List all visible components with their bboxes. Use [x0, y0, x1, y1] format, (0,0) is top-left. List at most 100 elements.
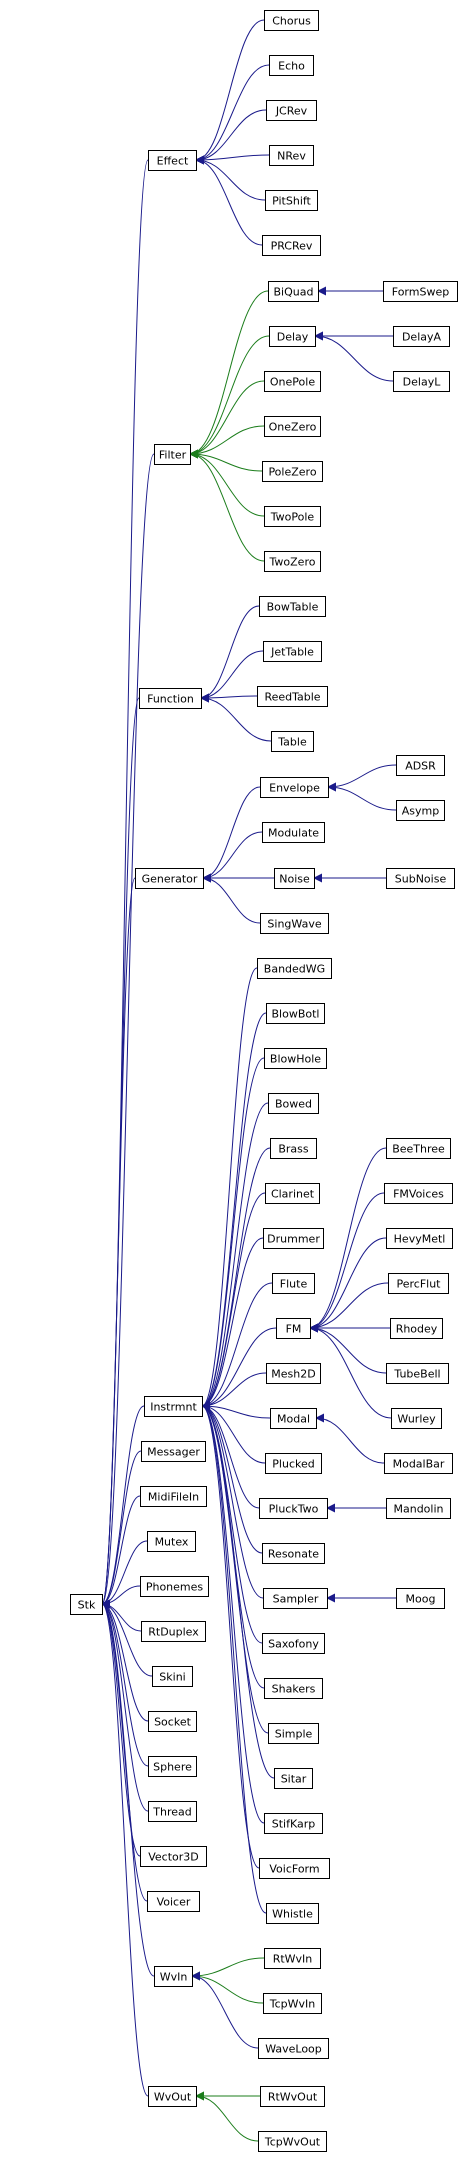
class-node-socket[interactable]: Socket	[148, 1711, 197, 1732]
class-node-twopole[interactable]: TwoPole	[264, 506, 321, 527]
class-node-brass[interactable]: Brass	[270, 1138, 317, 1159]
class-node-modalbar[interactable]: ModalBar	[384, 1453, 453, 1474]
class-node-echo[interactable]: Echo	[269, 55, 314, 76]
class-nodes: Stk Effect ChorusEchoJCRevNRevPitShiftPRCR…	[70, 10, 458, 2152]
class-node-subnoise[interactable]: SubNoise	[386, 868, 455, 889]
class-label: HevyMetl	[394, 1233, 446, 1246]
class-node-rhodey[interactable]: Rhodey	[390, 1318, 443, 1339]
class-box	[260, 777, 329, 798]
class-node-skini[interactable]: Skini	[152, 1666, 193, 1687]
class-node-rtwvin[interactable]: RtWvIn	[264, 1948, 321, 1969]
class-node-singwave[interactable]: SingWave	[260, 913, 329, 934]
class-node-messager[interactable]: Messager	[141, 1441, 206, 1462]
edge-echo-to-effect	[195, 64, 270, 165]
class-node-sphere[interactable]: Sphere	[148, 1756, 197, 1777]
class-node-jettable[interactable]: JetTable	[263, 641, 322, 662]
class-node-delay[interactable]: Delay	[269, 326, 316, 347]
class-node-voicer[interactable]: Voicer	[147, 1891, 200, 1912]
class-label: FMVoices	[393, 1188, 444, 1201]
class-node-modulate[interactable]: Modulate	[262, 822, 325, 843]
class-node-polezero[interactable]: PoleZero	[262, 461, 323, 482]
edge-phonemes-to-stk	[101, 1585, 141, 1609]
class-node-hevymetl[interactable]: HevyMetl	[386, 1228, 453, 1249]
class-node-percflut[interactable]: PercFlut	[388, 1273, 449, 1294]
class-node-fm[interactable]: FM	[276, 1318, 311, 1339]
class-node-saxofony[interactable]: Saxofony	[262, 1633, 325, 1654]
class-node-moog[interactable]: Moog	[396, 1588, 445, 1609]
class-box	[259, 1498, 328, 1519]
class-node-plucktwo[interactable]: PluckTwo	[259, 1498, 328, 1519]
class-node-shakers[interactable]: Shakers	[264, 1678, 323, 1699]
class-node-tcpwvin[interactable]: TcpWvIn	[263, 1993, 322, 2014]
class-node-rtwvout[interactable]: RtWvOut	[260, 2086, 325, 2107]
class-node-chorus[interactable]: Chorus	[264, 10, 319, 31]
class-node-waveloop[interactable]: WaveLoop	[258, 2038, 329, 2059]
class-node-tubebell[interactable]: TubeBell	[386, 1363, 449, 1384]
class-node-voicform[interactable]: VoicForm	[259, 1858, 330, 1879]
class-node-noise[interactable]: Noise	[274, 868, 315, 889]
class-node-onezero[interactable]: OneZero	[264, 416, 321, 437]
edge-chorus-to-effect	[195, 19, 265, 165]
class-node-stifkarp[interactable]: StifKarp	[264, 1813, 323, 1834]
class-node-generator[interactable]: Generator	[135, 868, 204, 889]
class-node-envelope[interactable]: Envelope	[260, 777, 329, 798]
class-label: Messager	[147, 1446, 200, 1459]
edge-table-to-function	[200, 693, 272, 742]
class-node-flute[interactable]: Flute	[272, 1273, 315, 1294]
class-node-pitshift[interactable]: PitShift	[265, 190, 318, 211]
class-node-filter[interactable]: Filter	[154, 444, 191, 465]
class-node-formswep[interactable]: FormSwep	[383, 281, 458, 302]
class-node-blowbotl[interactable]: BlowBotl	[266, 1003, 325, 1024]
class-node-bandedwg[interactable]: BandedWG	[257, 958, 332, 979]
class-node-phonemes[interactable]: Phonemes	[140, 1576, 209, 1597]
class-node-wvout[interactable]: WvOut	[148, 2086, 197, 2107]
class-node-whistle[interactable]: Whistle	[266, 1903, 319, 1924]
class-node-simple[interactable]: Simple	[268, 1723, 319, 1744]
class-node-wurley[interactable]: Wurley	[391, 1408, 442, 1429]
class-box	[262, 822, 325, 843]
class-node-plucked[interactable]: Plucked	[265, 1453, 322, 1474]
class-node-mandolin[interactable]: Mandolin	[386, 1498, 451, 1519]
class-node-clarinet[interactable]: Clarinet	[265, 1183, 320, 1204]
class-node-reedtable[interactable]: ReedTable	[257, 686, 328, 707]
class-node-table[interactable]: Table	[271, 731, 314, 752]
class-node-delaya[interactable]: DelayA	[393, 326, 450, 347]
class-node-rtduplex[interactable]: RtDuplex	[141, 1621, 206, 1642]
class-node-midifilein[interactable]: MidiFileIn	[140, 1486, 207, 1507]
class-node-sampler[interactable]: Sampler	[263, 1588, 328, 1609]
class-node-beethree[interactable]: BeeThree	[386, 1138, 451, 1159]
class-node-resonate[interactable]: Resonate	[262, 1543, 325, 1564]
class-node-mutex[interactable]: Mutex	[147, 1531, 196, 1552]
class-node-adsr[interactable]: ADSR	[396, 755, 445, 776]
class-node-biquad[interactable]: BiQuad	[268, 281, 319, 302]
class-node-fmvoices[interactable]: FMVoices	[384, 1183, 453, 1204]
class-node-vector3d[interactable]: Vector3D	[140, 1846, 207, 1867]
class-node-drummer[interactable]: Drummer	[263, 1228, 324, 1249]
class-node-function[interactable]: Function	[139, 688, 202, 709]
class-node-tcpwvout[interactable]: TcpWvOut	[258, 2131, 327, 2152]
class-node-effect[interactable]: Effect	[148, 150, 197, 171]
class-node-delayl[interactable]: DelayL	[393, 371, 450, 392]
class-node-twozero[interactable]: TwoZero	[264, 551, 321, 572]
class-node-thread[interactable]: Thread	[148, 1801, 197, 1822]
class-node-asymp[interactable]: Asymp	[396, 800, 445, 821]
class-node-blowhole[interactable]: BlowHole	[264, 1048, 327, 1069]
class-node-onepole[interactable]: OnePole	[264, 371, 321, 392]
class-node-bowtable[interactable]: BowTable	[259, 596, 326, 617]
edge-jcrev-to-effect	[195, 109, 267, 165]
class-label: StifKarp	[272, 1818, 316, 1831]
class-label: NRev	[277, 150, 306, 163]
class-node-nrev[interactable]: NRev	[269, 145, 314, 166]
class-node-wvin[interactable]: WvIn	[154, 1966, 193, 1987]
class-label: Noise	[279, 873, 310, 886]
class-node-modal[interactable]: Modal	[270, 1408, 317, 1429]
class-node-bowed[interactable]: Bowed	[268, 1093, 319, 1114]
class-node-instrmnt[interactable]: Instrmnt	[144, 1396, 203, 1417]
class-node-stk[interactable]: Stk	[70, 1594, 103, 1615]
class-label: Wurley	[397, 1413, 436, 1426]
class-node-jcrev[interactable]: JCRev	[266, 100, 317, 121]
edge-wvout-to-stk	[101, 1599, 149, 2097]
class-node-prcrev[interactable]: PRCRev	[262, 235, 321, 256]
class-node-mesh2d[interactable]: Mesh2D	[266, 1363, 321, 1384]
class-node-sitar[interactable]: Sitar	[274, 1768, 313, 1789]
